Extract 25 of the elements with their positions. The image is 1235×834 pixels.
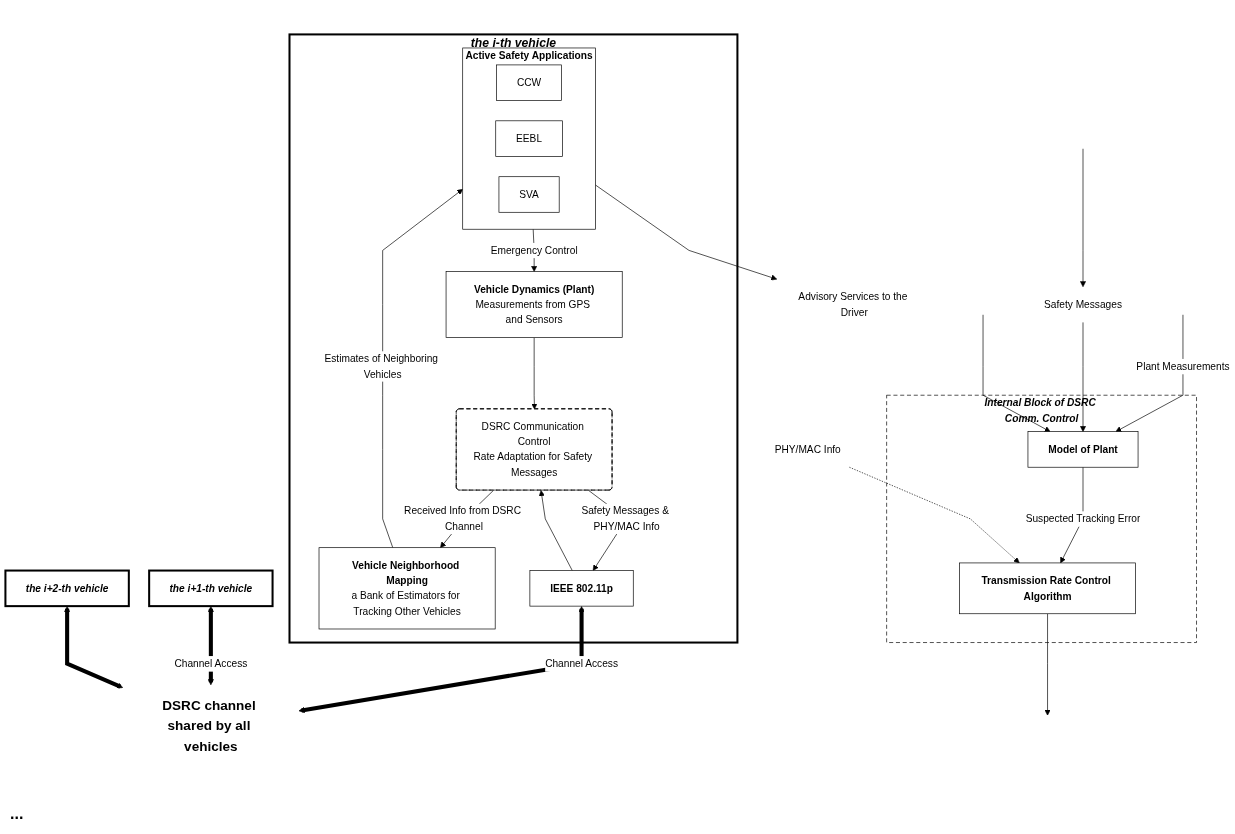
- node-box: SVA: [498, 176, 560, 213]
- node-box: Transmission Rate Control Algorithm: [959, 562, 1136, 614]
- edge-label: Suspected Tracking Error: [1025, 512, 1141, 524]
- node-text: Safety Messages: [1044, 298, 1122, 310]
- edge-label: Received Info from DSRC Channel: [404, 504, 522, 532]
- node-box: the i+1-th vehicle: [148, 569, 274, 607]
- node-box: the i+2-th vehicle: [4, 569, 130, 607]
- node-text: PHY/MAC Info: [774, 442, 841, 455]
- edge-label: Plant Measurements: [1136, 359, 1230, 372]
- ellipsis-text: ...: [10, 805, 24, 822]
- edge-label: Channel Access: [174, 657, 248, 669]
- edge-label: Estimates of Neighboring Vehicles: [324, 352, 439, 379]
- node-text: DSRC channel shared by all vehicles: [162, 697, 256, 754]
- arrow: [64, 605, 124, 689]
- node-box: IEEE 802.11p: [529, 569, 634, 607]
- node-text: Advisory Services to the Driver: [798, 290, 908, 318]
- edge-label: Safety Messages & PHY/MAC Info: [581, 504, 669, 532]
- node-box: Vehicle Dynamics (Plant) Measurements from GPS and Sensors: [445, 270, 623, 338]
- edge-label: Emergency Control: [490, 243, 578, 256]
- edge-label: Channel Access: [545, 657, 619, 669]
- arrow: [298, 605, 585, 713]
- node-box: EEBL: [495, 120, 563, 157]
- node-box: Model of Plant: [1027, 431, 1139, 468]
- node-box: Vehicle Neighborhood Mapping a Bank of Estimators for Tracking Other Vehicles: [318, 547, 496, 629]
- node-box: CCW: [496, 64, 562, 101]
